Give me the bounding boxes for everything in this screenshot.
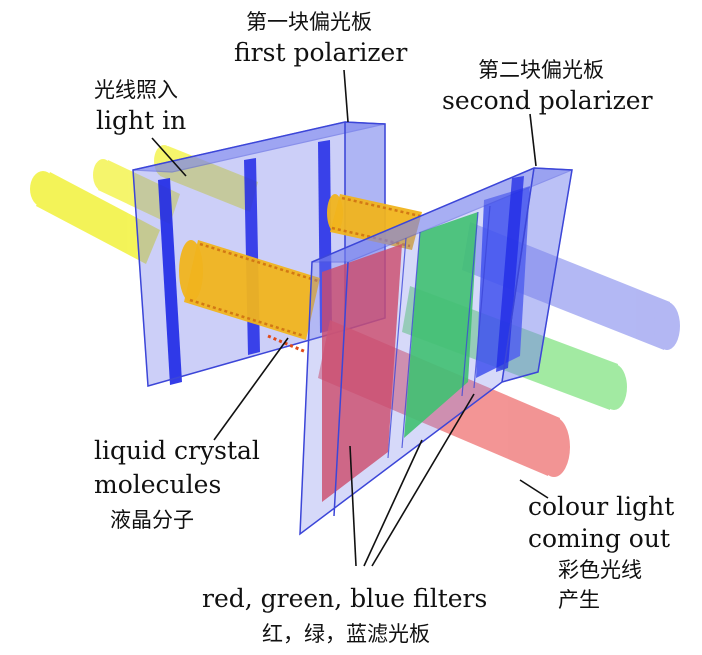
pointer-filter-blue — [371, 393, 475, 567]
first-polarizer-slot-left — [158, 178, 182, 385]
second-polarizer-slot — [496, 176, 524, 372]
liquid-crystal-label-en-1: liquid crystal — [94, 436, 260, 465]
filter-green — [404, 212, 478, 438]
second-polarizer-label-zh: 第二块偏光板 — [478, 58, 604, 82]
pointer-second-polarizer — [529, 113, 537, 167]
liquid-crystal-bar-front-cap — [179, 240, 203, 302]
pointer-lines — [151, 69, 549, 567]
liquid-crystal-ridges — [189, 196, 421, 338]
second-polarizer-label-en: second polarizer — [442, 86, 653, 115]
colour-light-label-en-1: colour light — [528, 492, 675, 521]
filters-label-zh: 红，绿，蓝滤光板 — [262, 622, 430, 646]
filters-label-en: red, green, blue filters — [202, 584, 488, 613]
pointer-liquid-crystal — [213, 337, 289, 441]
pointer-light-in — [151, 137, 187, 177]
incoming-light-beam-mid — [93, 159, 180, 224]
light-in-label-zh: 光线照入 — [94, 78, 178, 102]
second-polarizer-outline — [299, 167, 573, 536]
filter-red — [322, 244, 402, 502]
liquid-crystal-bar-front — [184, 240, 320, 340]
colour-light-label-zh-1: 彩色光线 — [558, 558, 642, 582]
pointer-filter-green — [363, 439, 423, 567]
liquid-crystal-label-en-2: molecules — [94, 470, 222, 499]
pointer-filter-red — [349, 445, 357, 567]
incoming-light-beam-front — [30, 171, 160, 264]
pointer-first-polarizer — [343, 69, 349, 123]
liquid-crystal-bar-rear-cap — [327, 194, 343, 232]
colour-light-label-zh-2: 产生 — [558, 588, 600, 612]
first-polarizer-label-en: first polarizer — [234, 38, 408, 67]
light-in-label-en: light in — [96, 106, 187, 135]
first-polarizer-label-zh: 第一块偏光板 — [246, 10, 372, 34]
second-polarizer — [299, 167, 573, 536]
colour-light-label-en-2: coming out — [528, 524, 671, 553]
liquid-crystal-label-zh: 液晶分子 — [110, 508, 194, 532]
pointer-colour-light — [519, 479, 549, 499]
liquid-crystal-shadow — [267, 334, 307, 354]
filter-frame-lines — [387, 205, 491, 459]
